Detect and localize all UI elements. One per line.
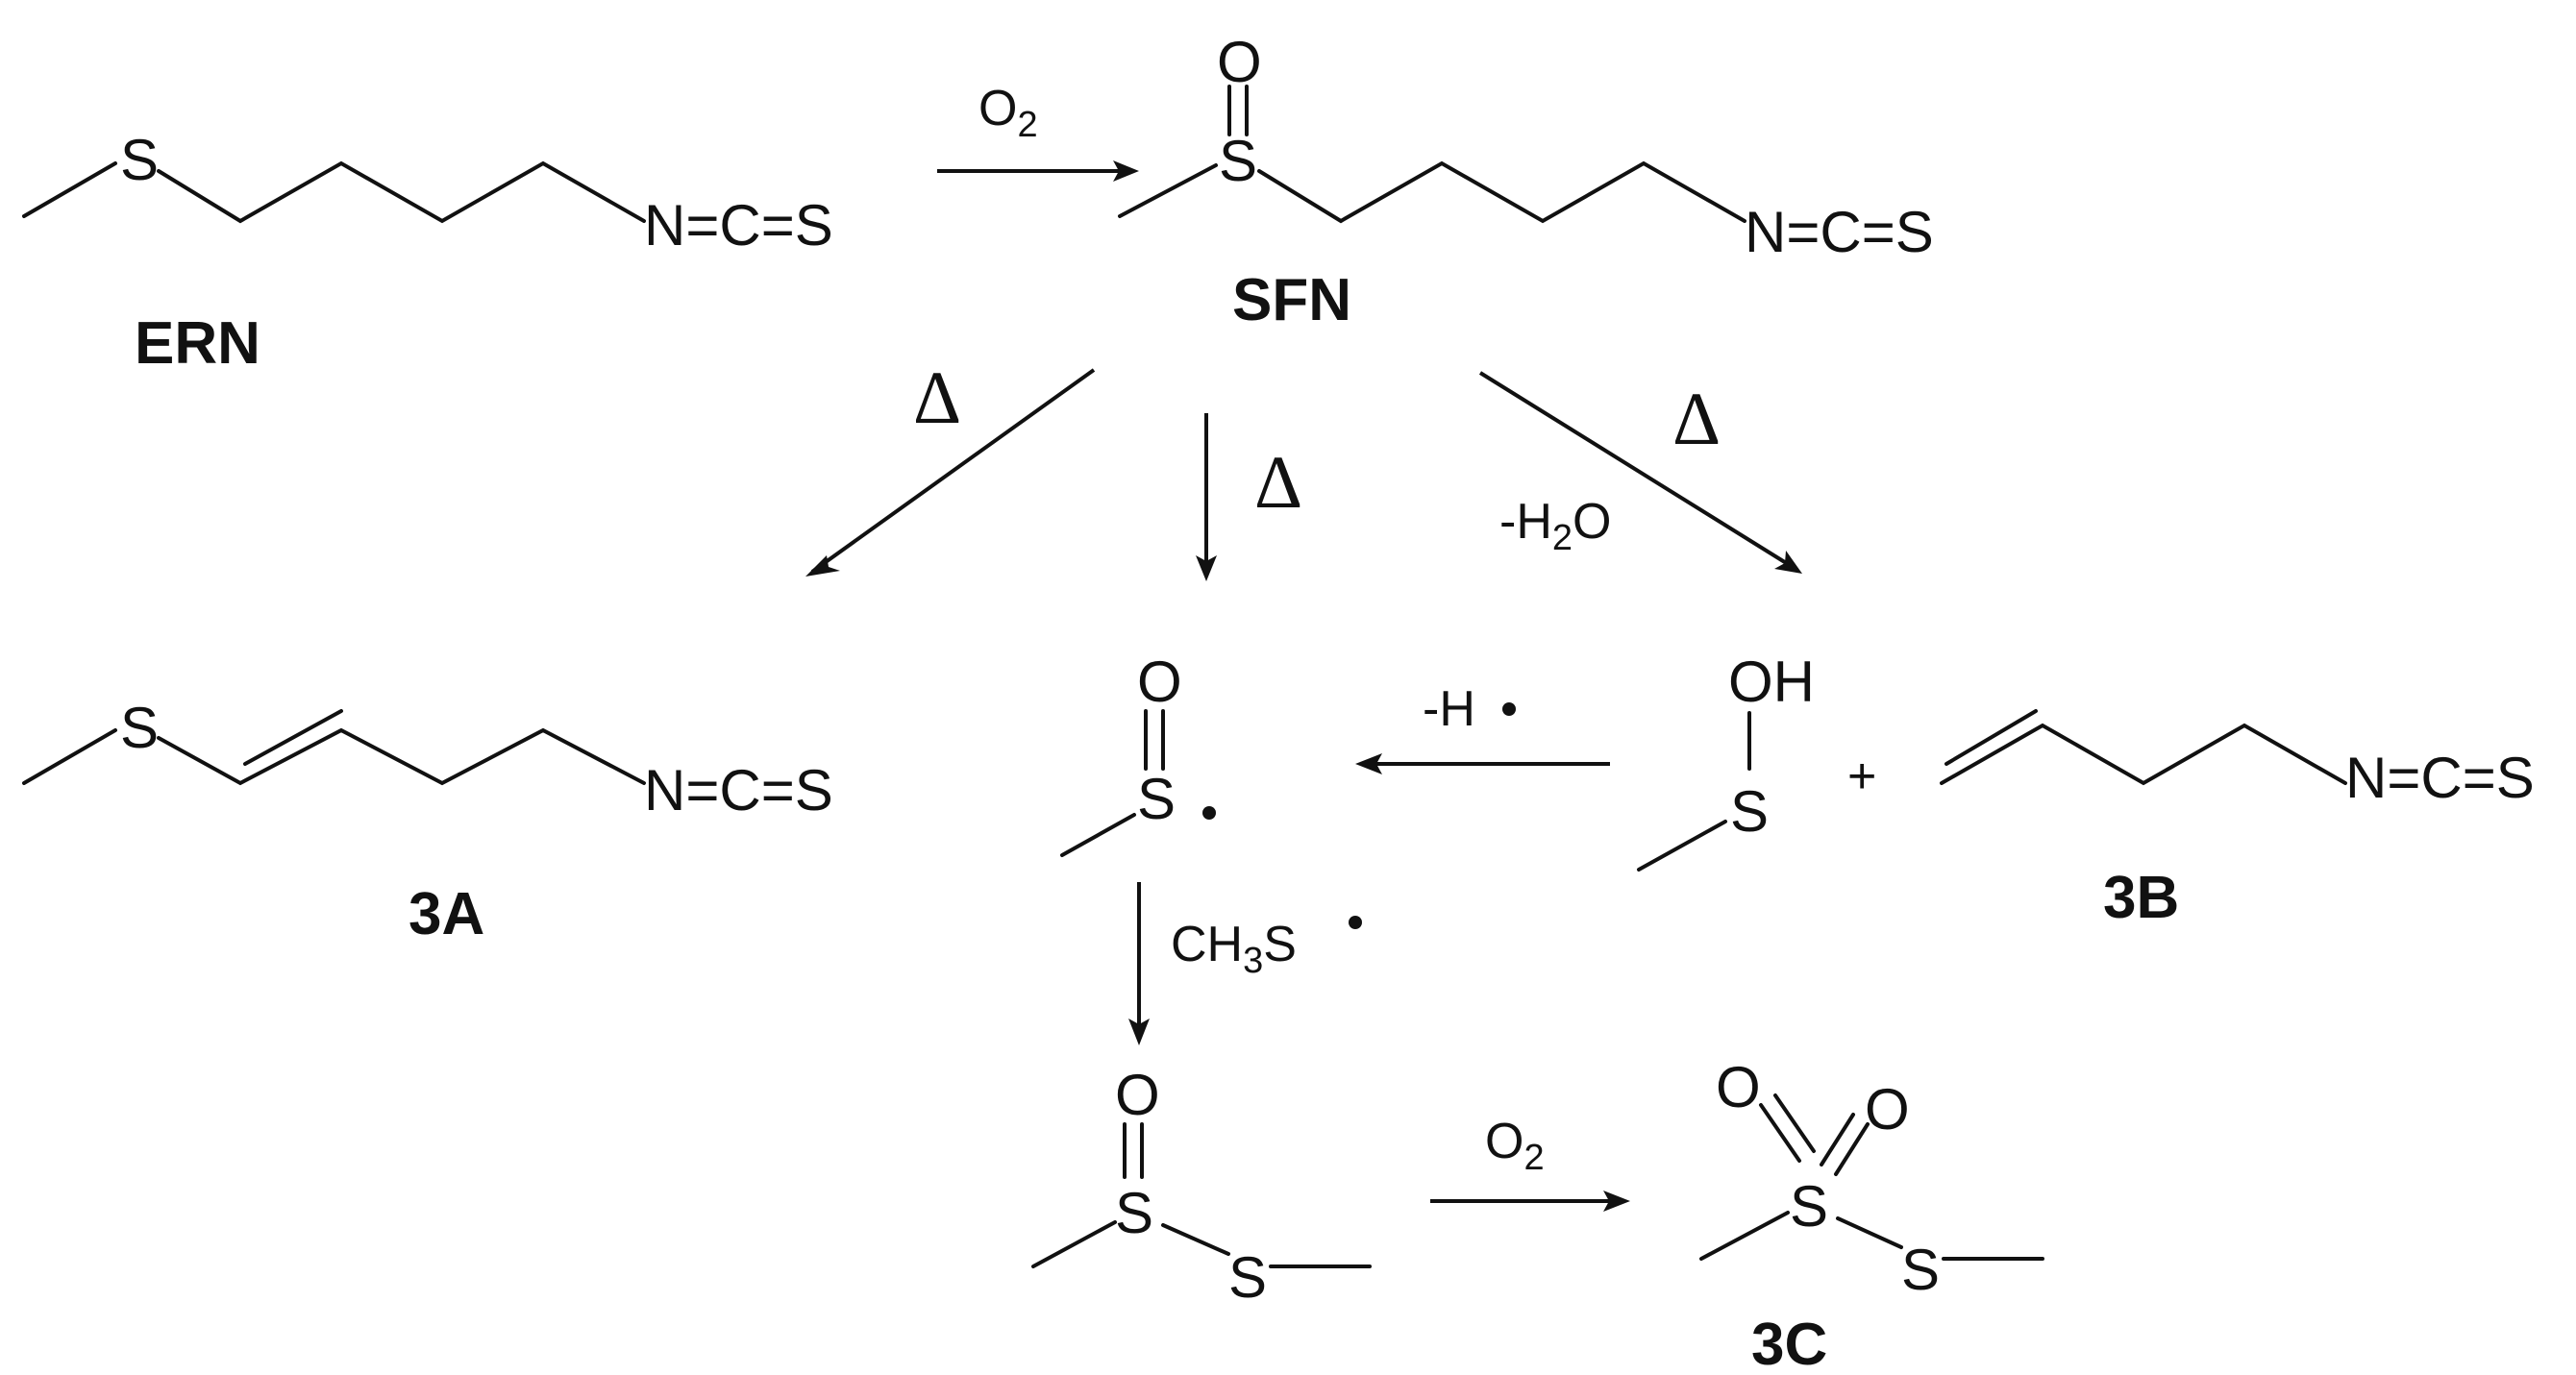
c3c-so-bond-2b (1834, 1122, 1870, 1176)
heat-arrow-right: Δ -H2O (1478, 371, 1802, 574)
thiyl-radical-dot (1349, 916, 1362, 929)
c3c-label: 3C (1751, 1312, 1827, 1375)
o2-top-label: O2 (978, 81, 1038, 145)
compound-sulfinyl-radical: O S (1060, 650, 1216, 857)
dehydration-label: -H2O (1499, 494, 1611, 558)
thiosulfinate-oxygen: O (1115, 1063, 1160, 1127)
c3c-so-bond-1a (1759, 1103, 1801, 1163)
radical-sulfur: S (1137, 767, 1176, 831)
thiosulfinate-sulfur-2: S (1228, 1245, 1267, 1310)
arrow-head (1355, 753, 1382, 774)
compound-sulfenic-acid: OH S + (1637, 650, 1876, 872)
sfn-chain-bonds (1257, 160, 1746, 224)
heat-arrow-center: Δ (1196, 413, 1302, 581)
ern-chain-bonds-2 (157, 160, 646, 224)
arrow-head (1196, 555, 1217, 581)
c3b-isothiocyanate: N=C=S (2345, 746, 2535, 810)
compound-3c: O O S S 3C (1699, 1055, 2044, 1375)
methylthiyl-label: CH3S (1171, 917, 1297, 981)
sfn-methyl-bond (1118, 163, 1218, 218)
h-radical-dot (1502, 702, 1516, 716)
ern-label: ERN (135, 310, 260, 377)
heat-arrow-left: Δ (805, 356, 1096, 577)
methylthiyl-arrow: CH3S (1128, 882, 1362, 1045)
c3a-chain-bonds (157, 727, 646, 786)
radical-oxygen: O (1137, 650, 1182, 714)
oxidation-arrow-bottom: O2 (1430, 1114, 1630, 1212)
c3a-double-bond (243, 709, 343, 766)
thiosulfinate-ss-bond (1161, 1223, 1230, 1256)
c3a-label: 3A (409, 881, 484, 947)
arrow-line (810, 368, 1096, 574)
c3c-sulfur-1: S (1790, 1174, 1828, 1239)
sulfenic-sulfur: S (1730, 779, 1769, 844)
radical-methyl-bond (1060, 813, 1136, 857)
c3a-sulfur: S (120, 696, 159, 760)
sfn-oxygen: O (1217, 30, 1262, 94)
delta-right: Δ (1672, 377, 1721, 460)
c3c-so-bond-2a (1820, 1113, 1855, 1166)
c3c-sulfur-2: S (1901, 1238, 1940, 1302)
h-abstraction-label: -H (1423, 681, 1475, 737)
c3c-methyl-bond-1 (1699, 1211, 1790, 1261)
arrow-head (1128, 1019, 1150, 1045)
compound-sfn: O S N=C=S SFN (1118, 30, 1934, 333)
c3a-isothiocyanate: N=C=S (644, 758, 833, 823)
delta-left: Δ (913, 356, 961, 439)
ern-isothiocyanate: N=C=S (644, 193, 833, 258)
c3b-chain-bonds (1940, 723, 2347, 786)
o2-bottom-label: O2 (1485, 1114, 1545, 1178)
ern-chain-bonds (22, 161, 117, 218)
thiosulfinate-sulfur-1: S (1115, 1181, 1153, 1245)
sfn-sulfur: S (1219, 129, 1257, 193)
compound-ern: S N=C=S ERN (22, 128, 833, 377)
plus-sign: + (1847, 749, 1876, 804)
compound-3a: S N=C=S 3A (22, 696, 833, 947)
delta-center: Δ (1254, 440, 1302, 524)
oxidation-arrow-top: O2 (937, 81, 1139, 182)
compound-thiosulfinate: O S S (1031, 1063, 1372, 1310)
arrow-head (805, 555, 840, 577)
arrow-head (1603, 1191, 1630, 1212)
radical-dot (1202, 806, 1216, 820)
thiosulfinate-methyl-bond-1 (1031, 1220, 1117, 1268)
h-abstraction-arrow: -H (1355, 681, 1610, 774)
c3a-methyl-bond (22, 728, 117, 785)
arrow-head (1113, 160, 1139, 182)
sulfenic-hydroxyl: OH (1728, 650, 1815, 714)
c3b-label: 3B (2103, 865, 2179, 931)
sfn-label: SFN (1232, 267, 1351, 333)
c3c-so-bond-1b (1773, 1093, 1816, 1153)
c3c-oxygen-1: O (1716, 1055, 1761, 1119)
arrow-line (1478, 371, 1797, 571)
ern-sulfur: S (120, 128, 159, 192)
c3b-double-bond (1944, 709, 2038, 766)
sfn-isothiocyanate: N=C=S (1745, 200, 1934, 264)
sulfenic-methyl-bond (1637, 820, 1727, 872)
arrow-head (1774, 551, 1802, 574)
c3c-oxygen-2: O (1865, 1077, 1910, 1142)
compound-3b: N=C=S 3B (1940, 709, 2535, 931)
c3c-ss-bond (1836, 1216, 1903, 1249)
